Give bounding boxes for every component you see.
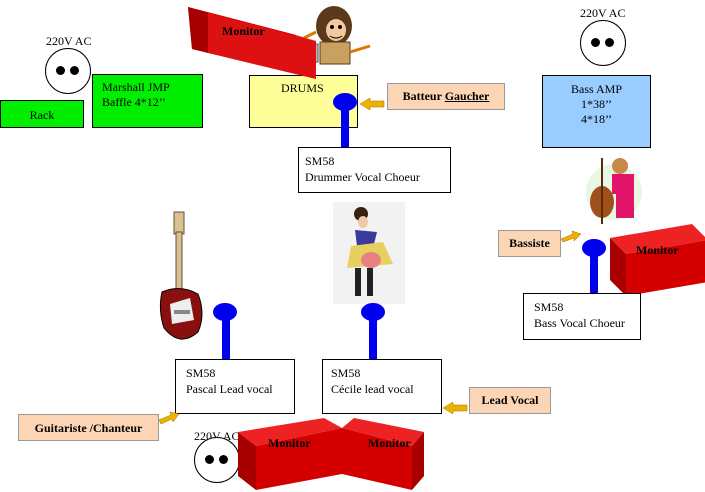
monitor-bottom-right-label: Monitor (368, 436, 411, 450)
mic-pascal-box: SM58 Pascal Lead vocal (175, 359, 295, 414)
bass-amp-line2: 1*38’’ (580, 97, 613, 111)
bass-amp-line1: Bass AMP (570, 82, 623, 96)
mic-cecile-head-icon (361, 303, 385, 321)
mic-bass-box: SM58 Bass Vocal Choeur (523, 293, 641, 340)
label-batteur: Batteur Gaucher (387, 83, 505, 110)
guitar-illustration-icon (159, 211, 203, 340)
marshall-line2: Baffle 4*12’’ (102, 95, 166, 109)
mic-cecile-box: SM58 Cécile lead vocal (322, 359, 442, 414)
mic-pascal-head-icon (213, 303, 237, 321)
mic-bass-model: SM58 (534, 300, 564, 314)
arrow-batteur-icon (359, 97, 385, 111)
monitor-bottom-left-label: Monitor (268, 436, 311, 450)
mic-drummer-desc: Drummer Vocal Choeur (305, 170, 420, 184)
outlet-label-right: 220V AC (580, 6, 626, 20)
mic-drummer-model: SM58 (305, 154, 335, 168)
mic-cecile-desc: Cécile lead vocal (331, 382, 414, 396)
mic-drummer-box: SM58 Drummer Vocal Choeur (298, 147, 451, 193)
label-guitariste: Guitariste /Chanteur (18, 414, 159, 441)
arrow-bassiste-icon (560, 230, 582, 243)
bassist-illustration-icon (586, 158, 642, 224)
label-batteur-prefix: Batteur (402, 89, 445, 103)
monitor-right-label: Monitor (636, 243, 679, 257)
power-outlet-right-icon (580, 20, 626, 66)
power-outlet-left-icon (45, 48, 91, 94)
arrow-lead-vocal-icon (442, 401, 468, 415)
mic-bass-desc: Bass Vocal Choeur (534, 316, 625, 330)
drums-label: DRUMS (281, 81, 324, 95)
monitor-right: Monitor (610, 224, 705, 296)
monitor-top-label: Monitor (222, 24, 265, 38)
mic-drummer-head-icon (333, 93, 357, 111)
mic-pascal-stand (222, 318, 230, 360)
label-batteur-name: Gaucher (444, 89, 490, 103)
monitor-bottom-right: Monitor (342, 418, 424, 490)
marshall-line1: Marshall JMP (102, 80, 170, 94)
mic-pascal-model: SM58 (186, 366, 216, 380)
outlet-label-left: 220V AC (46, 34, 92, 48)
mic-pascal-desc: Pascal Lead vocal (186, 382, 273, 396)
mic-bass-stand (590, 254, 598, 294)
marshall-amp-box: Marshall JMP Baffle 4*12’’ (92, 74, 203, 128)
mic-cecile-stand (369, 318, 377, 360)
singer-illustration-icon (333, 202, 405, 304)
mic-drummer-stand (341, 108, 349, 148)
label-bassiste: Bassiste (498, 230, 561, 257)
monitor-bottom-left: Monitor (238, 418, 342, 490)
mic-bass-head-icon (582, 239, 606, 257)
bass-amp-line3: 4*18’’ (580, 112, 613, 126)
mic-cecile-model: SM58 (331, 366, 361, 380)
label-lead-vocal: Lead Vocal (469, 387, 551, 414)
rack-label: Rack (29, 108, 55, 122)
arrow-guitariste-icon (158, 411, 180, 425)
monitor-top: Monitor (188, 7, 316, 79)
rack-box: Rack (0, 100, 84, 128)
power-outlet-bottom-icon (194, 437, 240, 483)
bass-amp-box: Bass AMP 1*38’’ 4*18’’ (542, 75, 651, 148)
